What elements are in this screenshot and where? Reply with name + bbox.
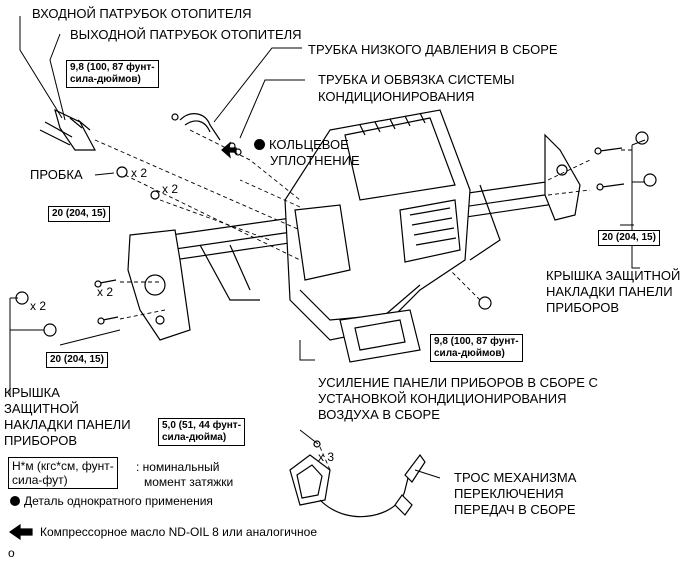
plug-multiplier: x 2: [131, 166, 148, 180]
dashed-leaders: [94, 129, 632, 471]
torque-box-20-right: 20 (204, 15): [598, 230, 660, 246]
cover-right-label-line3: ПРИБОРОВ: [546, 300, 620, 315]
torque-box-20-left-bottom: 20 (204, 15): [46, 352, 108, 368]
legend-torque-desc-line2: момент затяжки: [144, 475, 234, 489]
non-reusable-dot-icon: [10, 496, 20, 506]
bolt-left-multiplier: x 2: [97, 285, 114, 299]
heater-outlet-label: ВЫХОДНОЙ ПАТРУБОК ОТОПИТЕЛЯ: [70, 27, 302, 42]
cover-left-label-line4: ПРИБОРОВ: [4, 433, 78, 448]
non-reusable-dot-icon: [254, 139, 265, 150]
plug-label: ПРОБКА: [30, 167, 83, 182]
torque-box-9-8-top: 9,8 (100, 87 фунт- сила-дюймов): [66, 60, 159, 88]
legend-torque-unit-box: Н*м (кгс*см, фунт- сила-фут): [8, 457, 118, 489]
oil-arrow-icon: [8, 523, 33, 541]
cover-left-label-line3: НАКЛАДКИ ПАНЕЛИ: [4, 417, 131, 432]
o-ring-label-line2: УПЛОТНЕНИЕ: [270, 153, 360, 168]
reinforcement-label-line2: УСТАНОВКОЙ КОНДИЦИОНИРОВАНИЯ: [318, 391, 567, 406]
heater-hoses-drawing: [39, 108, 97, 151]
transmission-cable-drawing: [289, 453, 426, 518]
label-leaders: [9, 16, 646, 479]
legend-compressor-oil: Компрессорное масло ND-OIL 8 или аналоги…: [40, 525, 318, 539]
heater-inlet-label: ВХОДНОЙ ПАТРУБОК ОТОПИТЕЛЯ: [32, 6, 252, 21]
ac-tube-label-line1: ТРУБКА И ОБВЯЗКА СИСТЕМЫ: [318, 72, 515, 87]
bolt-top-multiplier: x 2: [162, 182, 179, 196]
cable-label-line1: ТРОС МЕХАНИЗМА: [454, 470, 577, 485]
reinforcement-label-line1: УСИЛЕНИЕ ПАНЕЛИ ПРИБОРОВ В СБОРЕ С: [318, 375, 598, 390]
cable-bolts-multiplier: x 3: [318, 450, 335, 464]
cover-left-label-line2: ЗАЩИТНОЙ: [4, 401, 79, 416]
legend-non-reusable: Деталь однократного применения: [10, 494, 213, 509]
instrument-panel-reinforcement-drawing: [127, 109, 581, 363]
torque-box-20-left-top: 20 (204, 15): [48, 206, 110, 222]
legend-torque-desc-line1: : номинальный: [136, 460, 220, 474]
ac-tube-label-line2: КОНДИЦИОНИРОВАНИЯ: [318, 89, 475, 104]
torque-box-5-0: 5,0 (51, 44 фунт- сила-дюйма): [158, 418, 246, 446]
cover-left-label-line1: КРЫШКА: [4, 385, 60, 400]
footer-code: o: [8, 546, 15, 560]
torque-box-9-8-mid: 9,8 (100, 87 фунт- сила-дюймов): [430, 334, 523, 362]
low-pressure-tube-label: ТРУБКА НИЗКОГО ДАВЛЕНИЯ В СБОРЕ: [308, 42, 558, 57]
oil-arrow-icon-small: [221, 141, 237, 159]
o-ring-label-line1: КОЛЬЦЕВОЕ: [254, 137, 349, 152]
cover-right-label-line2: НАКЛАДКИ ПАНЕЛИ: [546, 284, 673, 299]
reinforcement-label-line3: ВОЗДУХА В СБОРЕ: [318, 407, 440, 422]
cover-right-label-line1: КРЫШКА ЗАЩИТНОЙ: [546, 268, 681, 283]
cable-label-line3: ПЕРЕДАЧ В СБОРЕ: [454, 502, 576, 517]
cover-left-multiplier: x 2: [30, 299, 47, 313]
cable-label-line2: ПЕРЕКЛЮЧЕНИЯ: [454, 486, 564, 501]
